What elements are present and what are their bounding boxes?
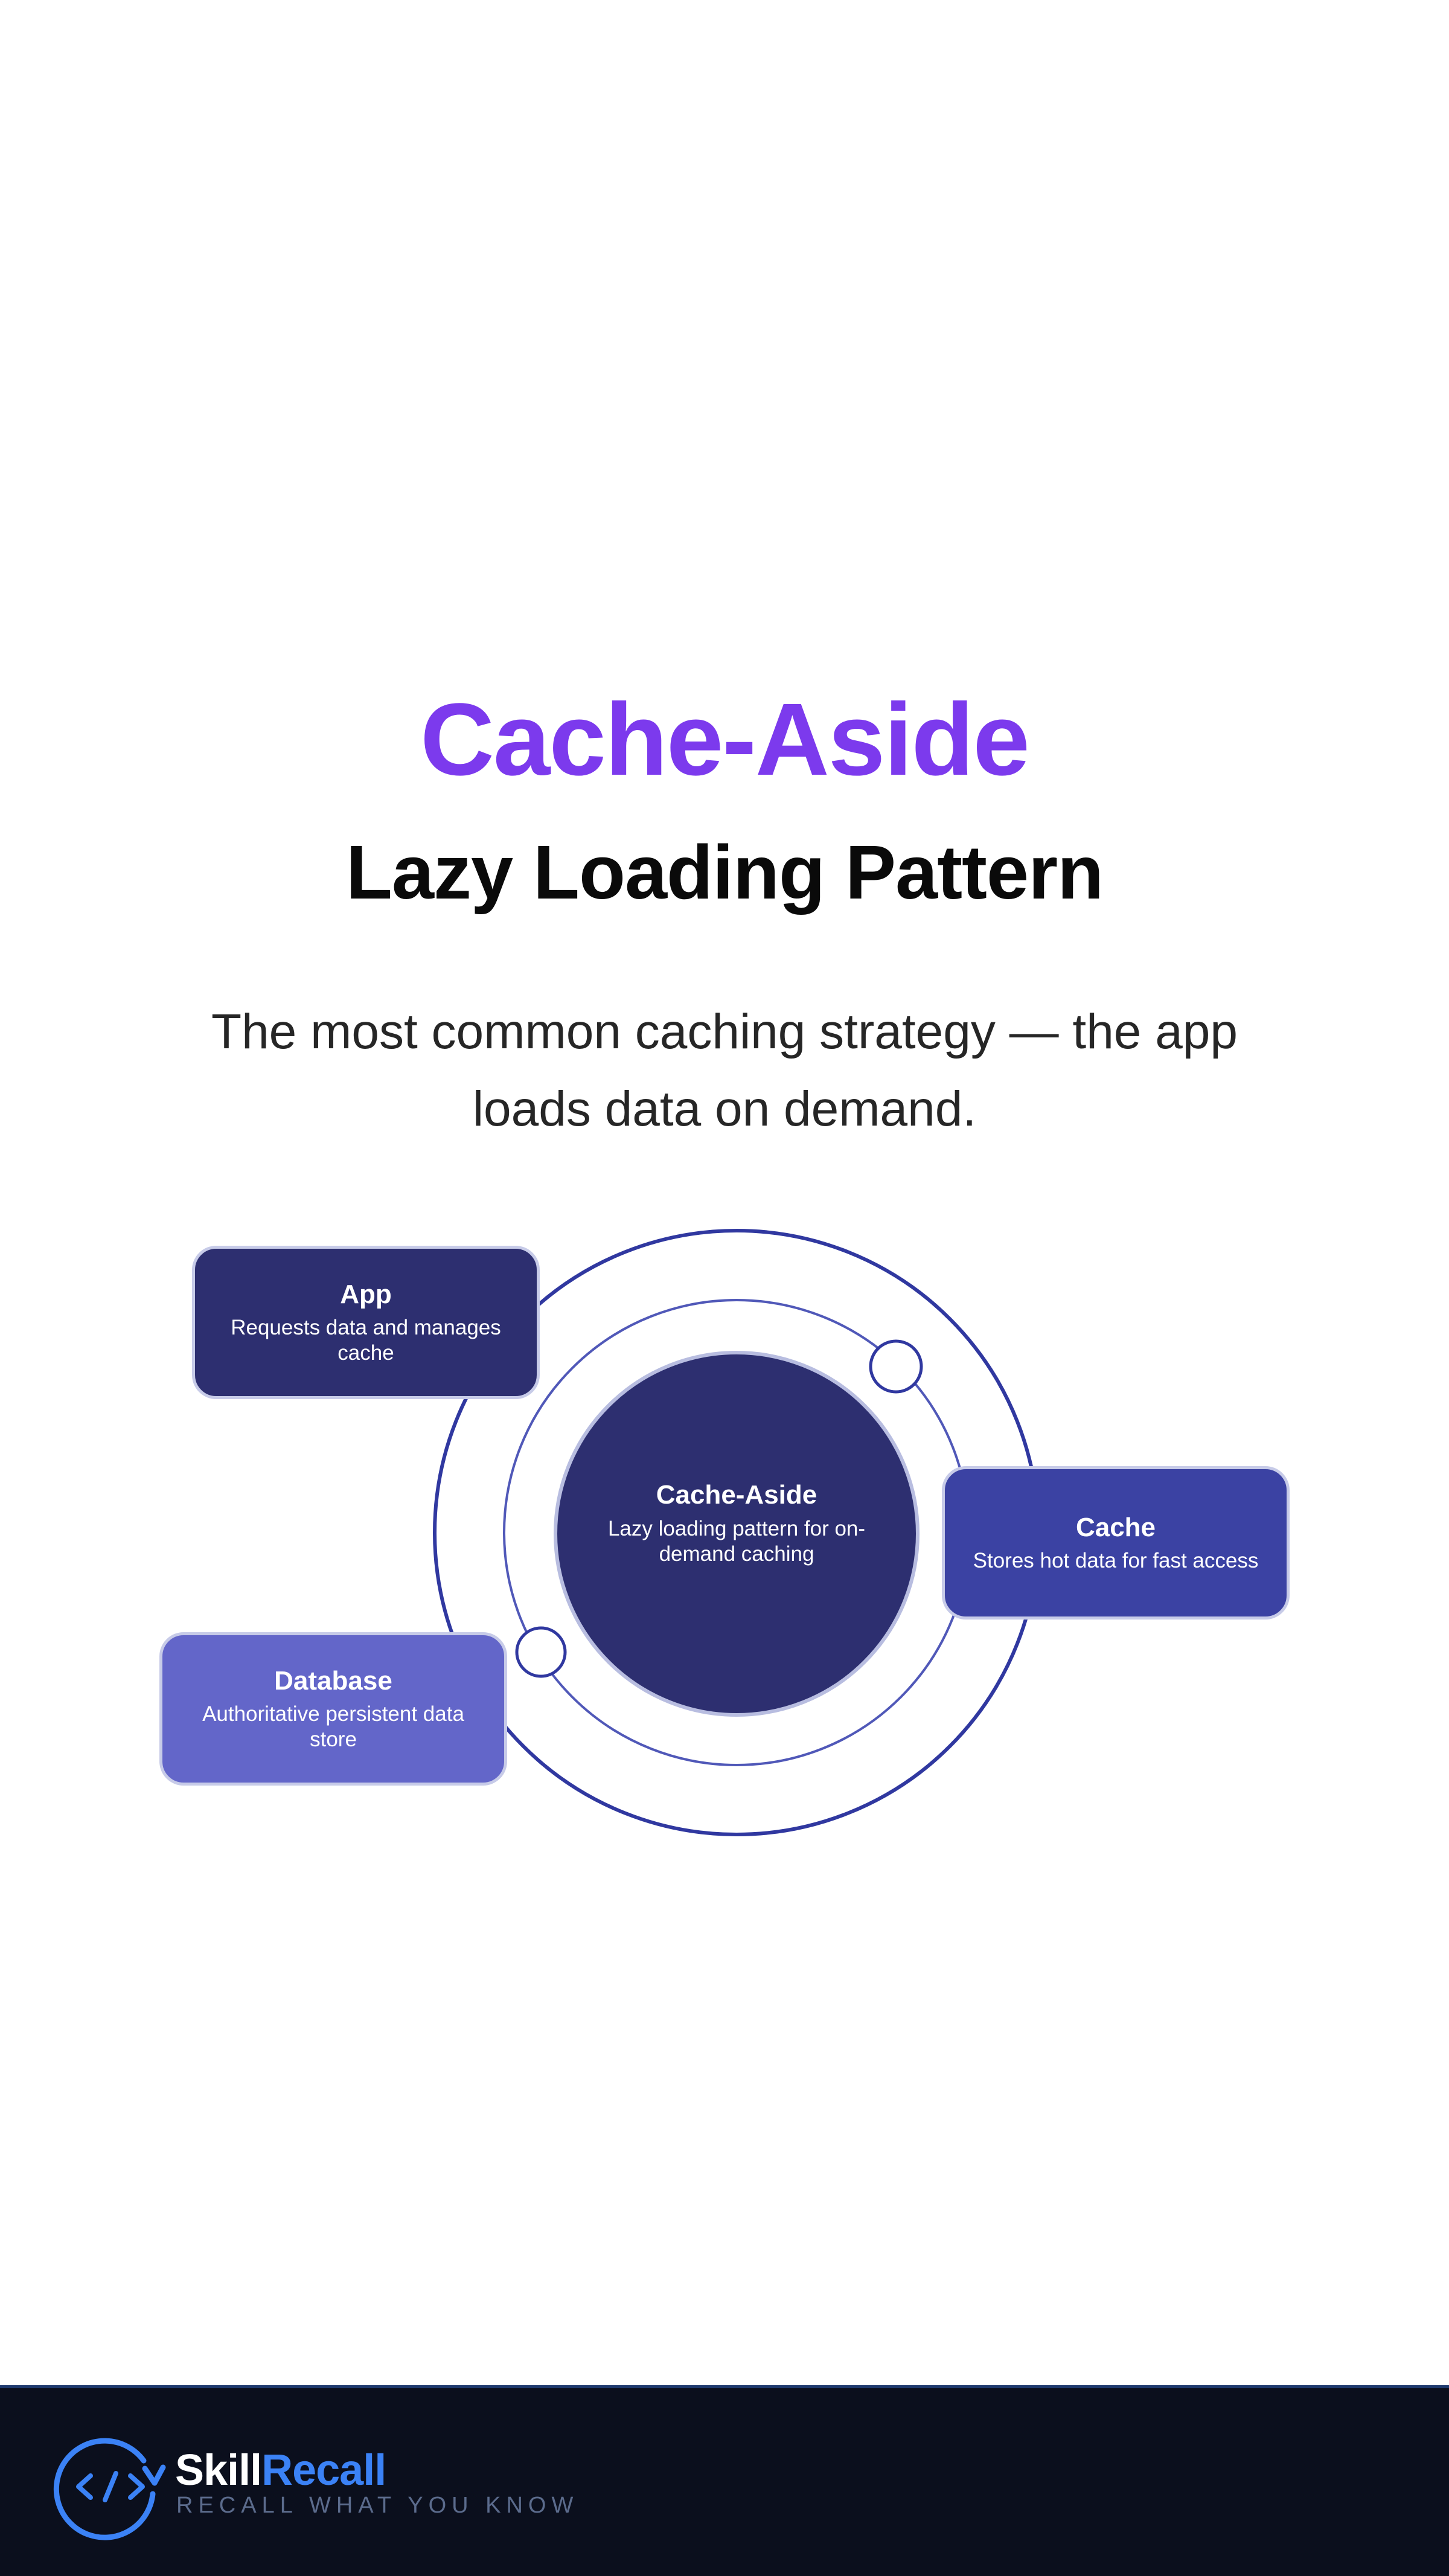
- page-title: Cache-Aside: [420, 682, 1030, 797]
- node-cache-description: Stores hot data for fast access: [973, 1549, 1259, 1573]
- center-description: Lazy loading pattern for on-demand cachi…: [607, 1516, 866, 1566]
- node-app-description: Requests data and manages cache: [231, 1316, 501, 1365]
- footer: [0, 2385, 1449, 2576]
- node-app-title: App: [340, 1279, 392, 1309]
- center-label: Cache-Aside Lazy loading pattern for on-…: [592, 1479, 881, 1567]
- page-description: The most common caching strategy — the a…: [211, 1004, 1238, 1136]
- brand-skill: Skill: [175, 2446, 262, 2494]
- node-cache-title: Cache: [1075, 1512, 1156, 1542]
- node-app: App Requests data and manages cache: [192, 1246, 540, 1399]
- node-cache: Cache Stores hot data for fast access: [942, 1466, 1290, 1620]
- page-subtitle: Lazy Loading Pattern: [345, 830, 1104, 915]
- orbit-marker-top: [869, 1339, 923, 1394]
- node-database: Database Authoritative persistent data s…: [159, 1632, 507, 1786]
- brand-name: SkillRecall: [175, 2449, 386, 2492]
- center-circle: [554, 1351, 920, 1717]
- brand-recall: Recall: [261, 2446, 386, 2494]
- code-brackets-icon: [53, 2438, 166, 2540]
- orbit-marker-bottom: [515, 1626, 567, 1678]
- node-database-title: Database: [274, 1665, 392, 1696]
- center-title: Cache-Aside: [656, 1480, 817, 1510]
- node-database-description: Authoritative persistent data store: [202, 1702, 464, 1752]
- brand-tagline: RECALL WHAT YOU KNOW: [176, 2493, 579, 2518]
